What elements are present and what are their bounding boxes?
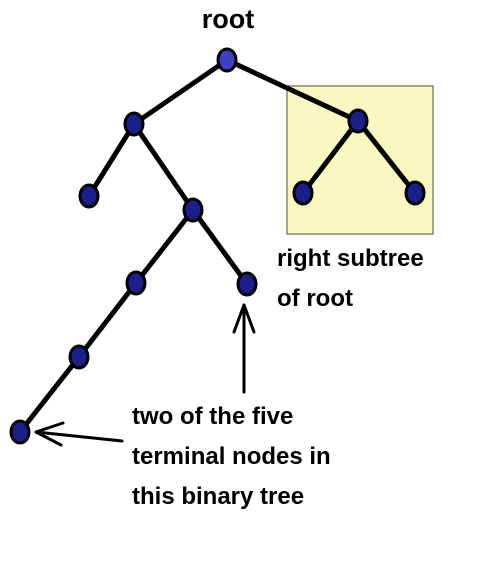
terminal-node [292, 180, 314, 206]
tree-node [123, 111, 145, 137]
edge-root-right [224, 57, 361, 124]
tree-edges [17, 57, 418, 435]
arrow-left-shaft [34, 430, 124, 443]
edge-n2-n4 [86, 121, 137, 199]
pointer-arrows [34, 303, 256, 447]
arrow-left-head [34, 421, 65, 447]
edge-root-left [131, 57, 230, 127]
edge-n3-n6 [300, 118, 361, 196]
caption-line2: terminal nodes in [132, 443, 331, 470]
highlighted-terminal-node [9, 419, 31, 445]
tree-nodes [9, 47, 426, 445]
arrow-up-head [232, 303, 256, 334]
highlighted-terminal-node [236, 271, 258, 297]
right-subtree-label-line2: of root [277, 285, 353, 312]
right-subtree-root-node [347, 108, 369, 134]
root-node [216, 47, 238, 73]
edge-n5-n8 [133, 207, 196, 286]
edge-n8-n10 [76, 280, 139, 360]
right-subtree-label-line1: right subtree [277, 245, 424, 272]
root-label: root [202, 4, 254, 34]
edge-n10-n11 [17, 354, 82, 435]
tree-node [182, 197, 204, 223]
terminal-node [404, 180, 426, 206]
tree-node [68, 344, 90, 370]
terminal-node [78, 183, 100, 209]
right-subtree-highlight-box [286, 85, 434, 235]
tree-node [125, 270, 147, 296]
caption-line3: this binary tree [132, 483, 304, 510]
edge-n3-n7 [355, 118, 418, 196]
edge-n5-n9 [190, 207, 250, 287]
caption-line1: two of the five [132, 403, 293, 430]
edge-n2-n5 [131, 121, 196, 213]
